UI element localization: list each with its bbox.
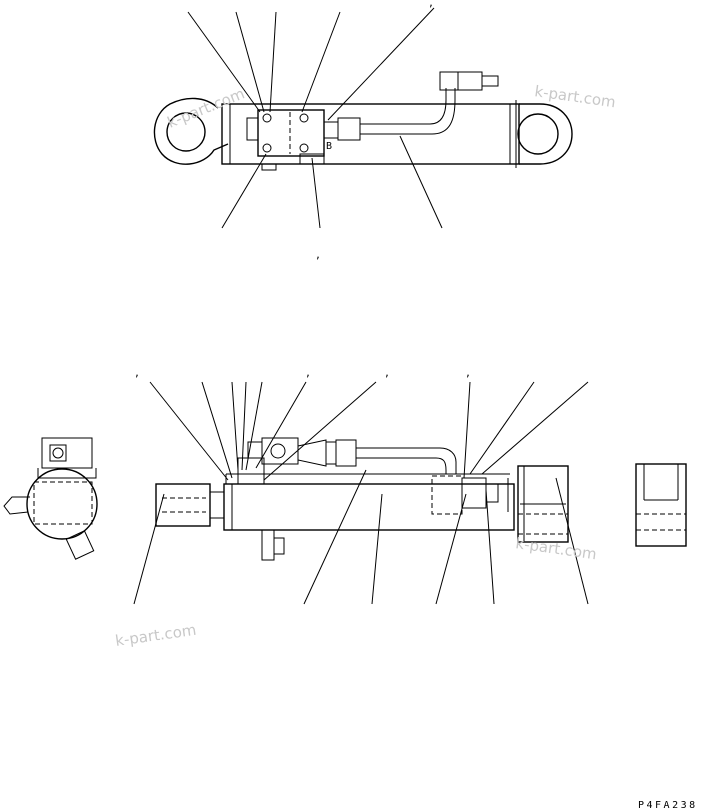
side-view-cylinder xyxy=(155,437,687,561)
top-bolt xyxy=(262,113,272,123)
side-hose-pipe xyxy=(356,447,457,474)
callout-mark: , xyxy=(315,250,321,261)
top-cylinder-body xyxy=(221,103,520,165)
eye-detail-view xyxy=(635,463,687,547)
side-cylinder-tube xyxy=(223,483,515,531)
head-end-valve xyxy=(431,475,463,515)
top-bolt xyxy=(299,143,309,153)
watermark-text: k-part.com xyxy=(114,621,197,650)
top-bolt xyxy=(262,143,272,153)
callout-mark: , xyxy=(428,0,434,9)
rod-end-clevis xyxy=(155,483,211,527)
callout-mark: , xyxy=(305,368,311,379)
top-right-eye xyxy=(519,103,573,165)
watermark-text: k-part.com xyxy=(533,82,616,111)
watermark-text: k-part.com xyxy=(165,84,247,131)
top-valve-block xyxy=(257,109,325,157)
bottom-fitting xyxy=(261,529,275,561)
port-b-label: B xyxy=(326,141,332,152)
top-hose-nut xyxy=(337,117,361,141)
end-view-tube xyxy=(26,468,98,540)
top-right-pin-hole xyxy=(517,113,559,155)
top-port-plug xyxy=(299,153,325,165)
top-left-pin-hole xyxy=(166,112,206,152)
callout-mark: , xyxy=(384,368,390,379)
watermark-text: k-part.com xyxy=(514,534,597,563)
top-elbow-fitting xyxy=(457,71,483,91)
side-hose-nut xyxy=(335,439,357,467)
top-left-eye xyxy=(153,97,229,165)
callout-mark: , xyxy=(134,368,140,379)
leader-lines xyxy=(133,381,589,605)
drawing-code: P4FA238 xyxy=(638,800,698,811)
top-bolt xyxy=(299,113,309,123)
end-view-fitting xyxy=(3,496,30,515)
top-hose-pipe xyxy=(360,88,447,125)
head-end-eye xyxy=(517,465,569,543)
end-view xyxy=(3,437,98,560)
top-view-cylinder xyxy=(153,7,573,229)
end-view-valve xyxy=(41,437,93,469)
callout-mark: , xyxy=(465,368,471,379)
